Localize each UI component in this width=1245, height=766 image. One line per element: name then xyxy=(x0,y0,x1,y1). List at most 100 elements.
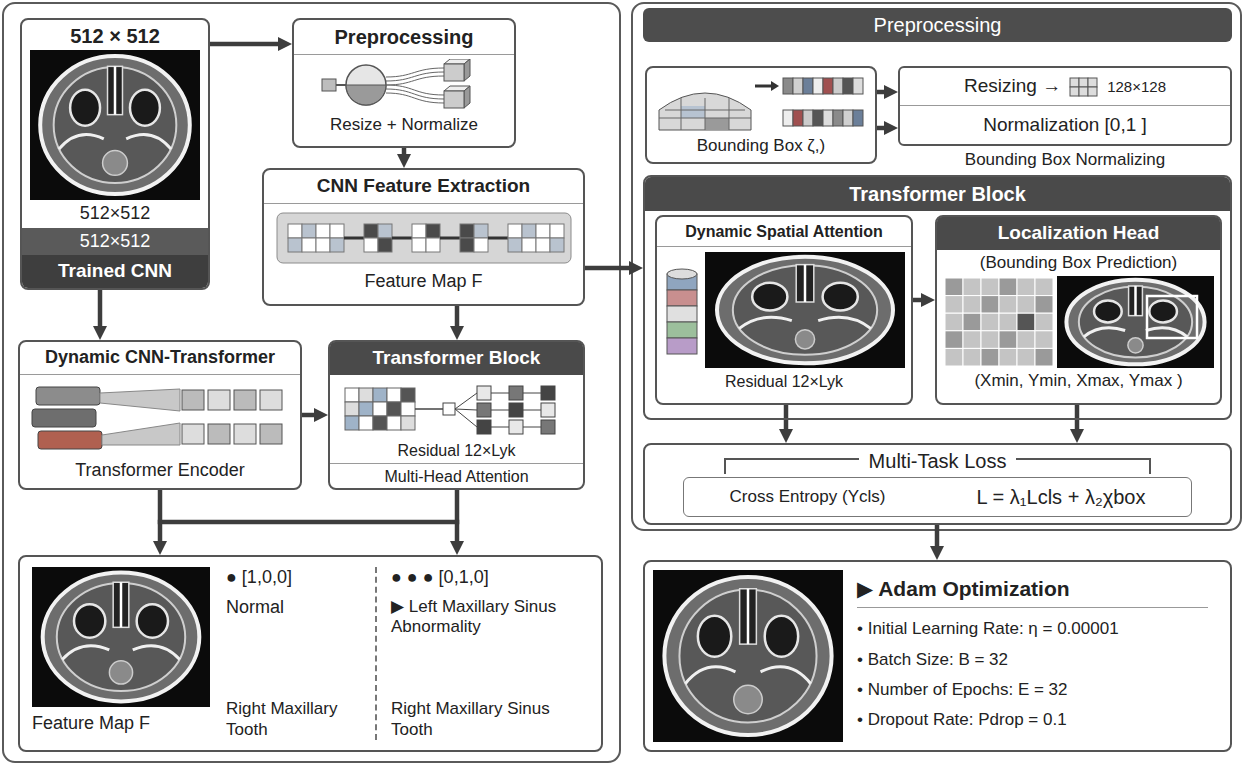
ct-scan-image xyxy=(653,570,843,742)
flow-arrow xyxy=(98,290,103,326)
label-text: Multi-Head Attention xyxy=(330,463,583,486)
ct-scan-image xyxy=(818,317,871,328)
encoder-icon xyxy=(182,390,204,410)
ct-scan-image xyxy=(1057,276,1214,368)
attention-icon xyxy=(359,402,373,416)
process-box: Transformer BlockResidual 12×LykMulti-He… xyxy=(328,340,585,490)
localization-figure xyxy=(999,313,1017,331)
flow-arrow xyxy=(585,266,629,271)
bounding-box-icon xyxy=(659,118,751,119)
right-panel xyxy=(632,3,1241,530)
encoder-icon xyxy=(260,390,282,410)
feature-map-icon xyxy=(412,238,426,252)
attention-icon xyxy=(477,420,491,434)
ct-scan-image xyxy=(32,567,210,707)
label-text: Cross Entropy (Ycls) xyxy=(730,487,886,507)
feature-map-icon xyxy=(288,224,302,238)
localization-figure xyxy=(945,349,963,367)
attention-figure xyxy=(664,252,905,368)
class-column: ● ● ● [0,1,0]▶ Left Maxillary Sinus Abno… xyxy=(391,567,589,740)
ct-scan-image xyxy=(103,151,128,176)
token-stack-icon xyxy=(667,306,697,322)
attention-icon xyxy=(359,388,373,402)
process-box: Localization Head(Bounding Box Predictio… xyxy=(935,215,1222,405)
attention-icon xyxy=(477,403,491,417)
attention-icon xyxy=(387,416,401,430)
feature-map-icon xyxy=(302,224,316,238)
resize-icon xyxy=(444,91,464,108)
grid-icon xyxy=(1079,87,1088,96)
label-text: CNN Feature Extraction xyxy=(264,170,583,204)
encoder-icon xyxy=(182,424,204,444)
localization-figure xyxy=(999,278,1017,296)
feature-map-icon xyxy=(550,224,564,238)
left-panel xyxy=(3,3,620,762)
grid-icon xyxy=(1079,78,1088,87)
attention-icon xyxy=(541,420,555,434)
label-text: Bounding Box Normalizing xyxy=(965,150,1165,170)
bounding-box-icon xyxy=(659,93,751,130)
attention-icon xyxy=(455,409,477,427)
resize-icon xyxy=(322,79,336,91)
attention-icon xyxy=(509,403,523,417)
label-text: Residual 12×Lyk xyxy=(725,372,843,391)
bounding-box-icon xyxy=(665,110,745,111)
ct-scan-image xyxy=(30,50,200,200)
resize-icon xyxy=(386,76,444,85)
settings-list: ▶ Adam Optimization• Initial Learning Ra… xyxy=(843,572,1222,740)
grid-icon xyxy=(1070,87,1079,96)
ct-scan-image xyxy=(795,330,814,349)
encoder-icon xyxy=(208,424,230,444)
feature-map-icon xyxy=(508,224,522,238)
localization-figure xyxy=(963,313,981,331)
ct-scan-image xyxy=(761,667,811,684)
bounding-box-icon xyxy=(843,78,853,94)
image-column: Feature Map F xyxy=(32,567,214,740)
grid-icon xyxy=(1070,78,1079,87)
attention-icon xyxy=(387,402,401,416)
bounding-box-icon xyxy=(681,98,682,130)
label-text: • Batch Size: B = 32 xyxy=(857,650,1208,670)
resize-icon xyxy=(386,93,444,103)
localization-figure xyxy=(963,296,981,314)
feature-map-icon xyxy=(277,213,571,263)
bounding-box-icon xyxy=(783,110,793,126)
feature-map-icon xyxy=(536,238,550,252)
attention-icon xyxy=(337,380,577,438)
feature-map-icon xyxy=(378,238,392,252)
class-column: ● [1,0,0]Normal xyxy=(226,567,361,618)
loss-box: Cross Entropy (Ycls)L = λ₁Lcls + λ₂χboxM… xyxy=(643,443,1232,525)
ct-scan-image xyxy=(653,570,843,742)
ct-scan-image xyxy=(133,646,180,660)
flow-arrow xyxy=(877,90,884,95)
resize-icon xyxy=(304,59,504,111)
grid-icon xyxy=(1088,87,1097,96)
localization-figure xyxy=(945,313,963,331)
label-text: ● [1,0,0] xyxy=(226,567,361,589)
encoder-icon xyxy=(38,431,102,449)
ct-scan-image xyxy=(30,50,200,200)
resize-icon xyxy=(464,59,470,81)
label-text: Dynamic Spatial Attention xyxy=(657,217,911,247)
label-text: Feature Map F xyxy=(32,713,214,735)
process-box: Dynamic CNN-TransformerTransformer Encod… xyxy=(18,340,302,490)
bracket-line xyxy=(725,459,859,474)
label-text: (Xmin, Ymin, Xmax, Ymax ) xyxy=(974,371,1182,391)
ct-scan-image xyxy=(1128,338,1143,353)
dark-band: Trained CNN xyxy=(22,255,208,288)
bounding-box-icon xyxy=(771,81,779,91)
bounding-box-icon xyxy=(783,78,793,94)
ct-scan-image xyxy=(705,252,905,368)
ct-scan-image xyxy=(108,66,123,114)
attention-icon xyxy=(387,388,401,402)
attention-icon xyxy=(373,388,387,402)
section-panel: Bounding Box ζ,)Resizing →128×128Normali… xyxy=(643,8,1232,170)
encoder-icon xyxy=(260,424,282,444)
attention-icon xyxy=(359,416,373,430)
bounding-box-icon xyxy=(755,85,771,88)
feature-map-icon xyxy=(474,224,488,238)
resize-icon xyxy=(464,86,470,108)
localization-figure xyxy=(945,331,963,349)
ct-scan-image xyxy=(1146,328,1187,337)
ct-scan-image xyxy=(705,252,905,368)
